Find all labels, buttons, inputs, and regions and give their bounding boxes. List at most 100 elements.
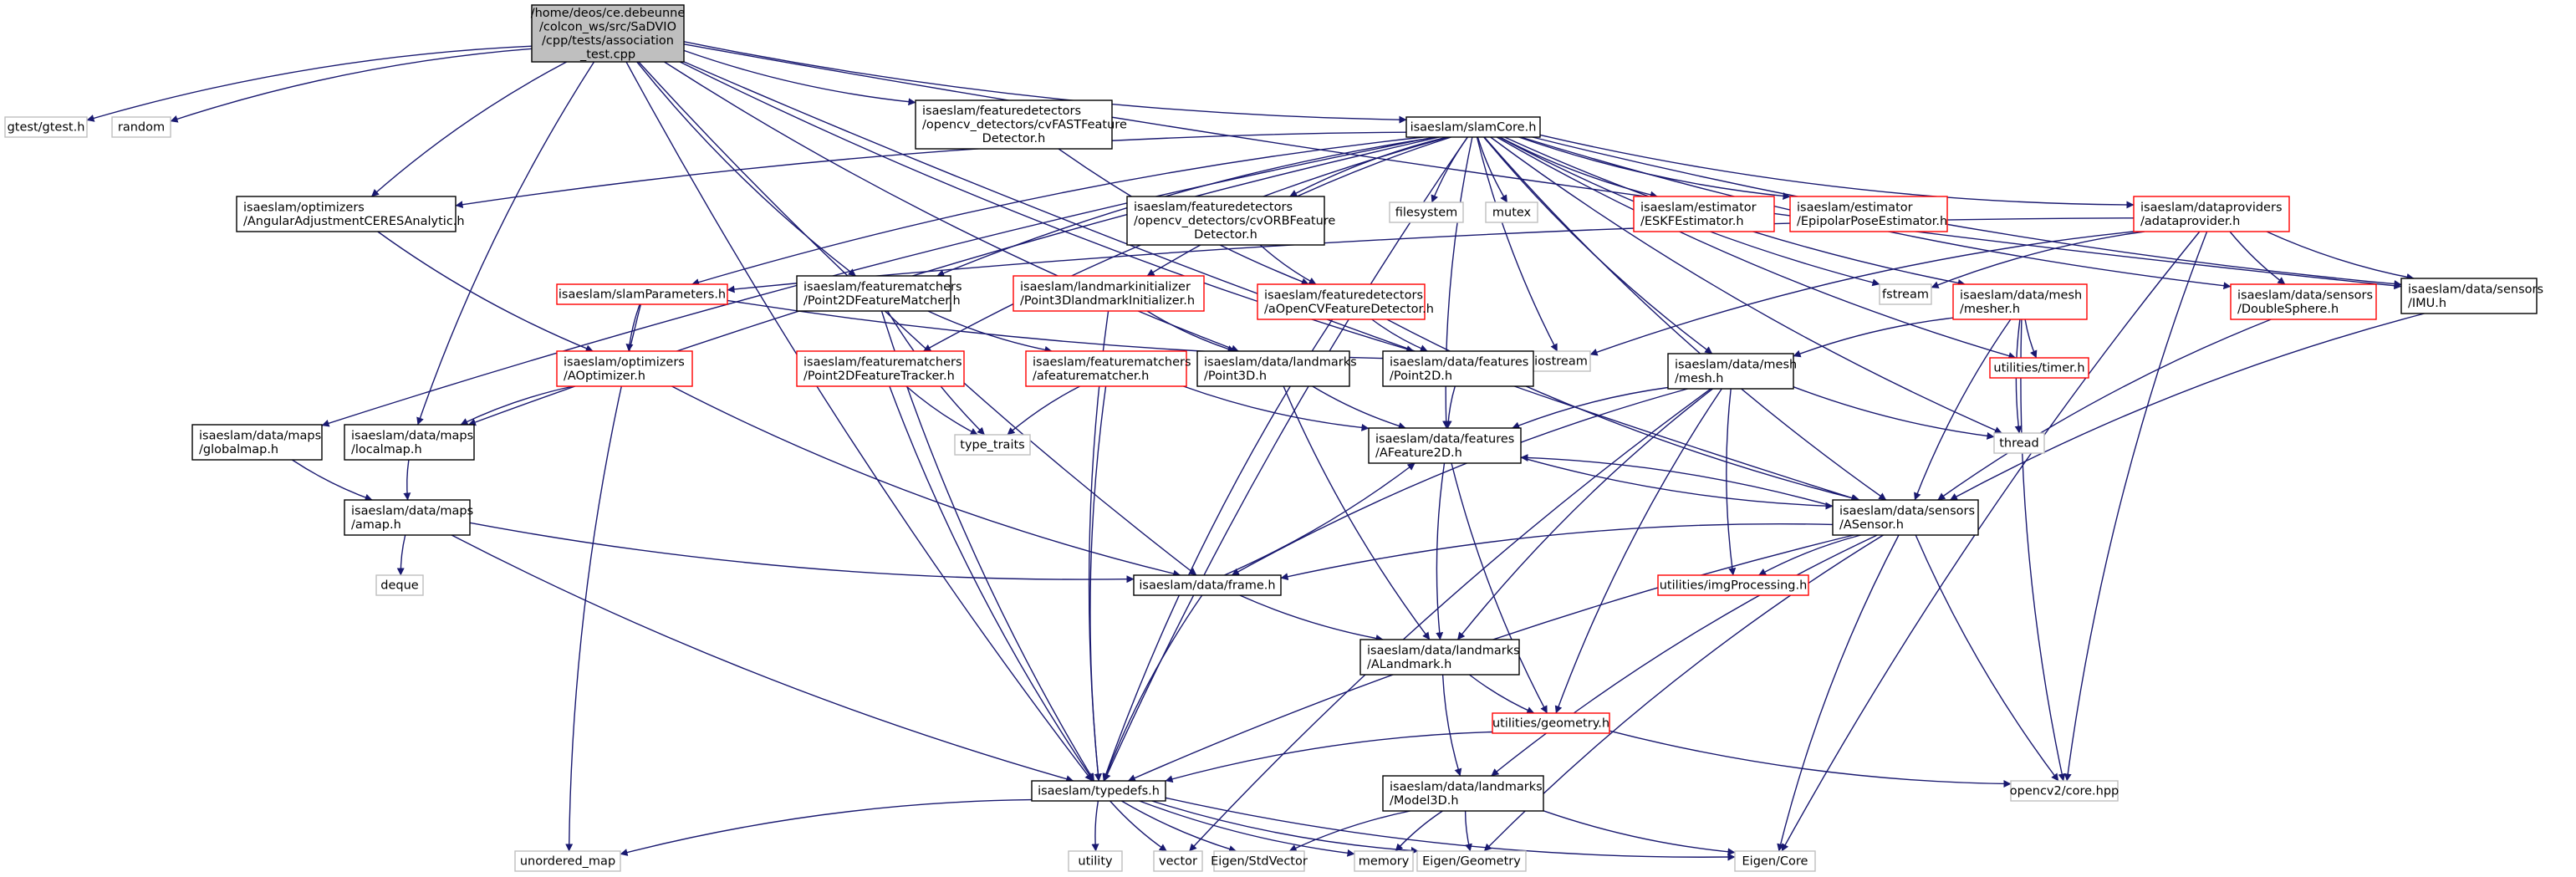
- node-vector: vector: [1153, 850, 1203, 872]
- node-epipolar[interactable]: isaeslam/estimator/EpipolarPoseEstimator…: [1789, 196, 1948, 232]
- node-imgproc[interactable]: utilities/imgProcessing.h: [1657, 574, 1809, 596]
- node-box-model3d[interactable]: [1382, 775, 1544, 812]
- node-p3dinit[interactable]: isaeslam/landmarkinitializer/Point3Dland…: [1013, 275, 1205, 312]
- node-label-stdvector-line-0: Eigen/StdVector: [1211, 855, 1308, 869]
- node-angular[interactable]: isaeslam/optimizers/AngularAdjustmentCER…: [236, 196, 465, 232]
- node-mesh[interactable]: isaeslam/data/mesh/mesh.h: [1667, 353, 1797, 390]
- node-asensor[interactable]: isaeslam/data/sensors/ASensor.h: [1832, 499, 1979, 536]
- edge-slamcore-to-eskf: [1499, 136, 1658, 199]
- node-box-eskf[interactable]: [1633, 196, 1775, 232]
- node-box-root[interactable]: [531, 4, 685, 63]
- node-alandmark[interactable]: isaeslam/data/landmarks/ALandmark.h: [1359, 639, 1520, 676]
- node-frame[interactable]: isaeslam/data/frame.h: [1133, 574, 1282, 596]
- node-box-dataprov[interactable]: [2133, 196, 2290, 232]
- node-box-imgproc[interactable]: [1657, 574, 1809, 596]
- node-label-root-line-1: /colcon_ws/src/SaDVIO: [539, 20, 676, 33]
- node-box-aopencv[interactable]: [1257, 283, 1426, 320]
- node-timer[interactable]: utilities/timer.h: [1989, 357, 2089, 379]
- node-box-p2dmatcher[interactable]: [796, 275, 951, 312]
- node-aopencv[interactable]: isaeslam/featuredetectors/aOpenCVFeature…: [1257, 283, 1434, 320]
- edge-slamcore-to-dataprov: [1539, 134, 2135, 209]
- node-box-frame[interactable]: [1133, 574, 1282, 596]
- node-box-mesh[interactable]: [1667, 353, 1794, 390]
- node-box-p2dtracker[interactable]: [796, 350, 965, 387]
- edge-root-to-imu: [683, 43, 2402, 290]
- node-slamparams[interactable]: isaeslam/slamParameters.h: [556, 283, 728, 305]
- node-box-afeature2d[interactable]: [1368, 427, 1522, 464]
- node-box-asensor[interactable]: [1832, 499, 1979, 536]
- node-label-epipolar-line-1: /EpipolarPoseEstimator.h: [1797, 215, 1947, 228]
- node-doublesphere[interactable]: isaeslam/data/sensors/DoubleSphere.h: [2230, 283, 2377, 320]
- node-box-cvfast[interactable]: [915, 99, 1113, 150]
- node-box-geometry[interactable]: [1492, 712, 1610, 734]
- node-box-point2d[interactable]: [1382, 350, 1534, 387]
- node-label-eskf-line-1: /ESKFEstimator.h: [1640, 215, 1744, 228]
- node-dataprov[interactable]: isaeslam/dataproviders/adataprovider.h: [2133, 196, 2290, 232]
- node-gtest: gtest/gtest.h: [4, 116, 88, 138]
- node-label-aopencv-line-0: isaeslam/featuredetectors: [1264, 288, 1423, 302]
- edge-asensor-to-frame: [1280, 523, 1834, 581]
- edge-frame-to-afeature2d: [1224, 462, 1416, 576]
- edge-mesh-to-imgproc: [1726, 388, 1737, 576]
- node-box-amap[interactable]: [344, 499, 471, 536]
- node-box-slamcore[interactable]: [1405, 116, 1541, 138]
- node-box-p3dinit[interactable]: [1013, 275, 1205, 312]
- node-cvfast[interactable]: isaeslam/featuredetectors/opencv_detecto…: [915, 99, 1127, 150]
- node-point2d[interactable]: isaeslam/data/features/Point2D.h: [1382, 350, 1534, 387]
- node-label-aopencv-line-1: /aOpenCVFeatureDetector.h: [1264, 303, 1434, 316]
- node-globalmap[interactable]: isaeslam/data/maps/globalmap.h: [191, 424, 323, 461]
- node-point3d[interactable]: isaeslam/data/landmarks/Point3D.h: [1196, 350, 1357, 387]
- node-label-p2dmatcher-line-0: isaeslam/featurematchers: [803, 280, 962, 293]
- node-mesher[interactable]: isaeslam/data/mesh/mesher.h: [1952, 283, 2088, 320]
- edge-afeatmatcher-to-afeature2d: [1183, 385, 1370, 431]
- edge-root-to-localmap: [416, 61, 595, 426]
- node-box-angular[interactable]: [236, 196, 457, 232]
- edge-p2dtracker-to-typetraits: [905, 385, 978, 436]
- node-afeatmatcher[interactable]: isaeslam/featurematchers/afeaturematcher…: [1025, 350, 1191, 387]
- edge-point2d-to-afeature2d: [1444, 385, 1456, 429]
- edge-p2dmatcher-to-afeatmatcher: [927, 310, 1053, 354]
- node-box-epipolar[interactable]: [1789, 196, 1948, 232]
- node-random: random: [111, 116, 171, 138]
- node-localmap[interactable]: isaeslam/data/maps/localmap.h: [344, 424, 475, 461]
- node-slamcore[interactable]: isaeslam/slamCore.h: [1405, 116, 1541, 138]
- node-box-imu[interactable]: [2400, 278, 2538, 314]
- node-p2dmatcher[interactable]: isaeslam/featurematchers/Point2DFeatureM…: [796, 275, 962, 312]
- node-eigencore: Eigen/Core: [1734, 850, 1816, 872]
- node-box-doublesphere[interactable]: [2230, 283, 2377, 320]
- edge-root-to-typedefs: [625, 61, 1093, 782]
- node-label-typedefs-line-0: isaeslam/typedefs.h: [1038, 785, 1160, 798]
- edge-mesh-to-vector: [1188, 388, 1711, 852]
- node-box-alandmark[interactable]: [1359, 639, 1520, 676]
- node-label-typetraits-line-0: type_traits: [960, 439, 1024, 452]
- node-p2dtracker[interactable]: isaeslam/featurematchers/Point2DFeatureT…: [796, 350, 965, 387]
- node-box-typedefs[interactable]: [1031, 780, 1166, 802]
- node-aoptimizer[interactable]: isaeslam/optimizers/AOptimizer.h: [556, 350, 693, 387]
- node-box-aoptimizer[interactable]: [556, 350, 693, 387]
- node-amap[interactable]: isaeslam/data/maps/amap.h: [344, 499, 473, 536]
- edge-afeature2d-to-asensor: [1520, 456, 1834, 510]
- node-box-timer[interactable]: [1989, 357, 2089, 379]
- node-imu[interactable]: isaeslam/data/sensors/IMU.h: [2400, 278, 2543, 314]
- node-label-mesher-line-1: /mesher.h: [1960, 303, 2020, 316]
- node-label-frame-line-0: isaeslam/data/frame.h: [1139, 579, 1275, 593]
- node-eskf[interactable]: isaeslam/estimator/ESKFEstimator.h: [1633, 196, 1775, 232]
- node-afeature2d[interactable]: isaeslam/data/features/AFeature2D.h: [1368, 427, 1522, 464]
- node-root[interactable]: /home/deos/ce.debeunne/colcon_ws/src/SaD…: [531, 4, 686, 63]
- node-box-afeatmatcher[interactable]: [1025, 350, 1187, 387]
- node-model3d[interactable]: isaeslam/data/landmarks/Model3D.h: [1382, 775, 1544, 812]
- node-box-point3d[interactable]: [1196, 350, 1350, 387]
- node-label-cvorb-line-2: Detector.h: [1194, 228, 1257, 242]
- edge-slamcore-to-slamparams: [691, 136, 1424, 286]
- edge-slamcore-to-mutex: [1477, 136, 1508, 203]
- node-typedefs[interactable]: isaeslam/typedefs.h: [1031, 780, 1166, 802]
- node-box-slamparams[interactable]: [556, 283, 728, 305]
- node-box-cvorb[interactable]: [1126, 196, 1325, 246]
- node-geometry[interactable]: utilities/geometry.h: [1492, 712, 1610, 734]
- node-cvorb[interactable]: isaeslam/featuredetectors/opencv_detecto…: [1126, 196, 1335, 246]
- edge-afeature2d-to-alandmark: [1436, 462, 1446, 640]
- node-box-globalmap[interactable]: [191, 424, 323, 461]
- node-box-localmap[interactable]: [344, 424, 475, 461]
- node-box-mesher[interactable]: [1952, 283, 2088, 320]
- edge-root-to-cvfast: [683, 49, 916, 106]
